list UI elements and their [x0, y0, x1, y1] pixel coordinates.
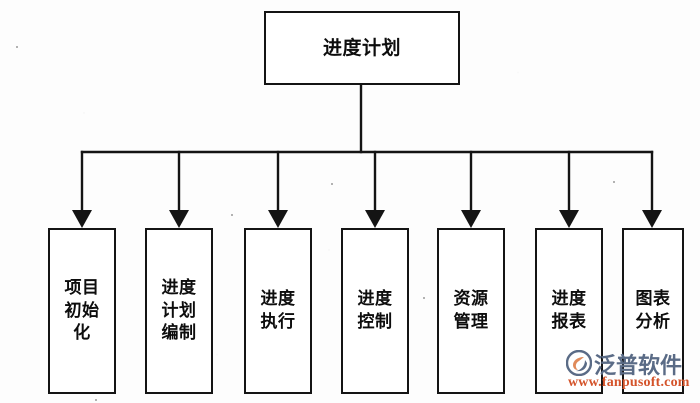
scan-speck	[16, 46, 18, 48]
scan-speck	[613, 181, 615, 183]
node-schedule-execution: 进度执行	[244, 228, 312, 394]
node-label-root: 进度计划	[322, 36, 401, 59]
arrow-head-1	[72, 210, 92, 228]
node-label-leaf-6: 进度报表	[551, 289, 587, 332]
node-schedule-plan: 进度计划	[264, 11, 460, 85]
node-chart-analysis: 图表分析	[622, 228, 684, 394]
node-label-leaf-1: 项目初始化	[64, 277, 100, 344]
node-label-leaf-3: 进度执行	[260, 289, 296, 332]
arrow-head-7	[642, 210, 662, 228]
arrow-head-2	[169, 210, 189, 228]
arrow-head-6	[559, 210, 579, 228]
node-schedule-control: 进度控制	[341, 228, 409, 394]
arrow-head-5	[461, 210, 481, 228]
scan-speck	[331, 183, 333, 185]
node-label-leaf-2: 进度计划编制	[161, 277, 197, 344]
scan-speck	[95, 399, 97, 401]
node-label-leaf-5: 资源管理	[453, 289, 489, 332]
node-schedule-plan-preparation: 进度计划编制	[145, 228, 213, 394]
scan-speck	[423, 297, 425, 299]
arrow-head-4	[365, 210, 385, 228]
scan-speck	[231, 214, 233, 216]
arrow-head-3	[268, 210, 288, 228]
node-project-initialization: 项目初始化	[48, 228, 116, 394]
node-label-leaf-7: 图表分析	[635, 289, 671, 332]
node-resource-management: 资源管理	[437, 228, 505, 394]
node-label-leaf-4: 进度控制	[357, 289, 393, 332]
node-schedule-report: 进度报表	[535, 228, 603, 394]
